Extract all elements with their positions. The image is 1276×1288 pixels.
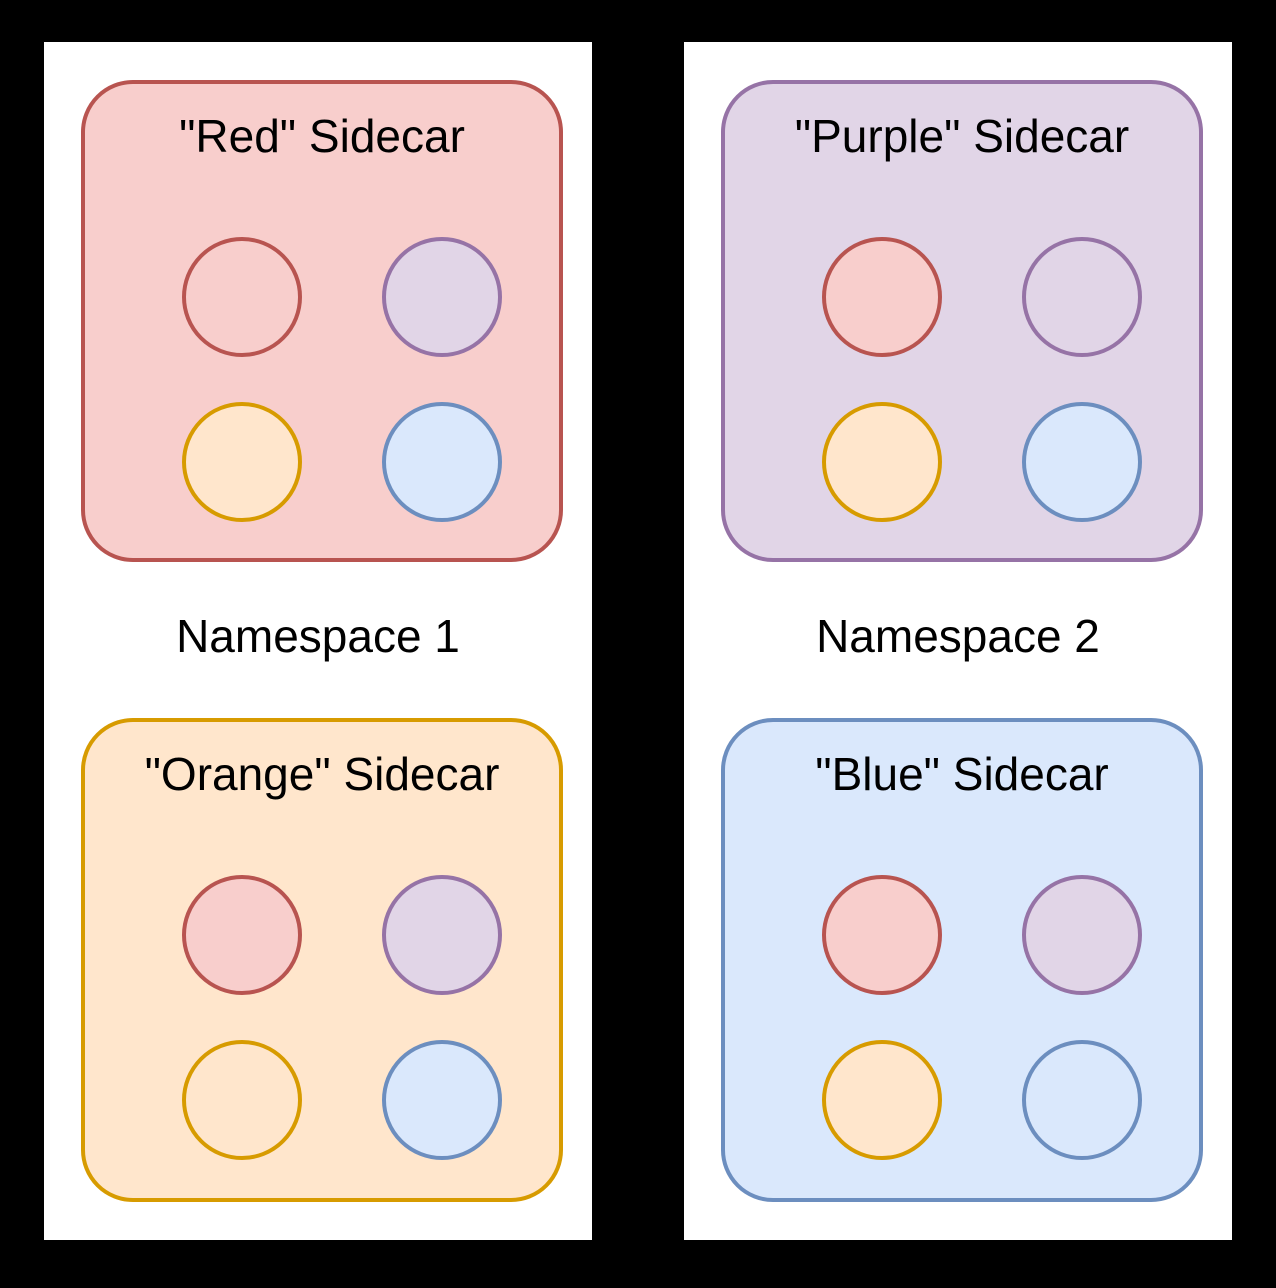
pod-circle-grid	[182, 237, 502, 522]
sidecar-title: "Red" Sidecar	[179, 110, 465, 162]
pod-circle-blue	[382, 402, 502, 522]
sidecar-title: "Orange" Sidecar	[144, 748, 500, 800]
sidecar-box-red: "Red" Sidecar	[81, 80, 563, 562]
namespace-panel-1: "Red" Sidecar Namespace 1 "Orange" Sidec…	[44, 42, 592, 1240]
pod-circle-red	[182, 237, 302, 357]
pod-circle-blue	[1022, 402, 1142, 522]
pod-circle-grid	[822, 875, 1142, 1160]
pod-circle-purple	[382, 875, 502, 995]
namespace-panel-2: "Purple" Sidecar Namespace 2 "Blue" Side…	[684, 42, 1232, 1240]
pod-circle-red	[182, 875, 302, 995]
pod-circle-blue	[382, 1040, 502, 1160]
pod-circle-red	[822, 237, 942, 357]
sidecar-box-orange: "Orange" Sidecar	[81, 718, 563, 1202]
pod-circle-grid	[182, 875, 502, 1160]
pod-circle-purple	[382, 237, 502, 357]
pod-circle-purple	[1022, 237, 1142, 357]
pod-circle-orange	[182, 1040, 302, 1160]
sidecar-title: "Purple" Sidecar	[794, 110, 1130, 162]
namespace-label: Namespace 2	[816, 610, 1100, 662]
pod-circle-blue	[1022, 1040, 1142, 1160]
sidecar-box-blue: "Blue" Sidecar	[721, 718, 1203, 1202]
pod-circle-orange	[822, 402, 942, 522]
sidecar-box-purple: "Purple" Sidecar	[721, 80, 1203, 562]
pod-circle-orange	[822, 1040, 942, 1160]
pod-circle-grid	[822, 237, 1142, 522]
pod-circle-purple	[1022, 875, 1142, 995]
sidecar-title: "Blue" Sidecar	[815, 748, 1109, 800]
pod-circle-orange	[182, 402, 302, 522]
pod-circle-red	[822, 875, 942, 995]
namespace-label: Namespace 1	[176, 610, 460, 662]
